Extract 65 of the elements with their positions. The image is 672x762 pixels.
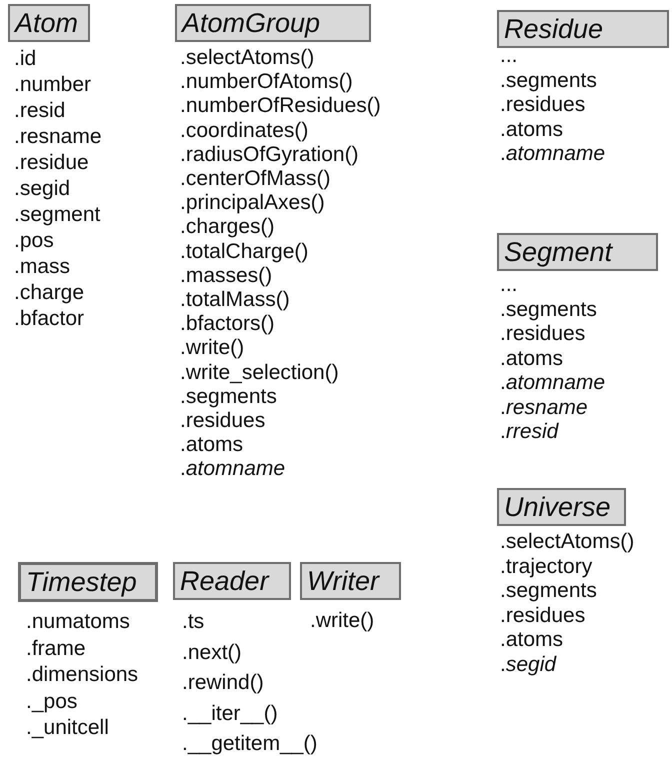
- member-name: .radiusOfGyration(): [180, 142, 359, 168]
- member-name: ._pos: [26, 688, 78, 714]
- class-name-box: Universe: [497, 488, 626, 526]
- member-name: .bfactors(): [180, 312, 275, 336]
- member-name: .numberOfResidues(): [180, 94, 381, 119]
- member-name: .dimensions: [26, 662, 138, 688]
- member-name: .bfactor: [14, 306, 84, 332]
- member-name: .selectAtoms(): [180, 46, 314, 70]
- member-name: .coordinates(): [180, 118, 308, 143]
- class-name-box: Writer: [300, 562, 401, 600]
- member-name: .segid: [500, 652, 556, 677]
- member-name: .atoms: [500, 628, 564, 652]
- class-name-box: Atom: [8, 4, 90, 42]
- member-name: .resid: [14, 98, 66, 124]
- member-name: .masses(): [180, 264, 272, 288]
- member-name: .atoms: [500, 118, 564, 142]
- member-name: .charge: [14, 280, 84, 306]
- member-name: ...: [500, 273, 518, 298]
- member-name: .__getitem__(): [182, 731, 318, 757]
- member-name: .totalMass(): [180, 288, 290, 312]
- member-name: .write(): [180, 336, 244, 361]
- class-name-box: Residue: [497, 10, 669, 48]
- member-name: .number: [14, 72, 92, 98]
- class-name-box: Reader: [173, 562, 291, 600]
- member-name: .residues: [500, 93, 586, 118]
- member-name: .segid: [14, 176, 70, 202]
- member-name: .atomname: [180, 457, 286, 482]
- member-name: .atoms: [500, 346, 564, 371]
- member-name: .totalCharge(): [180, 240, 308, 264]
- member-name: .ts: [182, 609, 204, 635]
- member-name: .trajectory: [500, 554, 592, 579]
- member-name: .atomname: [500, 371, 606, 396]
- member-name: .segment: [14, 202, 100, 228]
- member-name: .atoms: [180, 433, 244, 458]
- member-name: .segments: [500, 68, 597, 93]
- member-name: .segments: [500, 298, 597, 322]
- member-name: .numberOfAtoms(): [180, 70, 353, 94]
- member-name: .resname: [14, 124, 102, 150]
- member-name: .centerOfMass(): [180, 167, 331, 192]
- member-name: .frame: [26, 636, 86, 662]
- member-name: .selectAtoms(): [500, 530, 634, 554]
- class-name-box: Timestep: [18, 562, 158, 602]
- member-name: .mass: [14, 254, 70, 280]
- member-name: .resname: [500, 396, 588, 420]
- class-name-box: Segment: [497, 233, 658, 271]
- member-name: .rresid: [500, 420, 558, 444]
- member-name: .residue: [14, 150, 89, 176]
- member-name: .residues: [500, 322, 586, 346]
- member-name: .principalAxes(): [180, 191, 325, 216]
- member-name: .write_selection(): [180, 360, 339, 385]
- member-name: .pos: [14, 228, 54, 254]
- member-name: .numatoms: [26, 609, 130, 635]
- member-name: .charges(): [180, 215, 275, 240]
- member-name: .residues: [180, 409, 266, 434]
- member-name: .segments: [180, 384, 277, 410]
- member-name: .rewind(): [182, 670, 264, 696]
- member-name: .next(): [182, 640, 242, 666]
- member-name: .atomname: [500, 142, 606, 166]
- member-name: .__iter__(): [182, 700, 278, 726]
- member-name: ._unitcell: [26, 715, 109, 741]
- member-name: .residues: [500, 604, 586, 628]
- member-name: .write(): [310, 608, 374, 634]
- class-name-box: AtomGroup: [175, 4, 371, 42]
- member-name: .id: [14, 46, 36, 72]
- member-name: .segments: [500, 579, 597, 604]
